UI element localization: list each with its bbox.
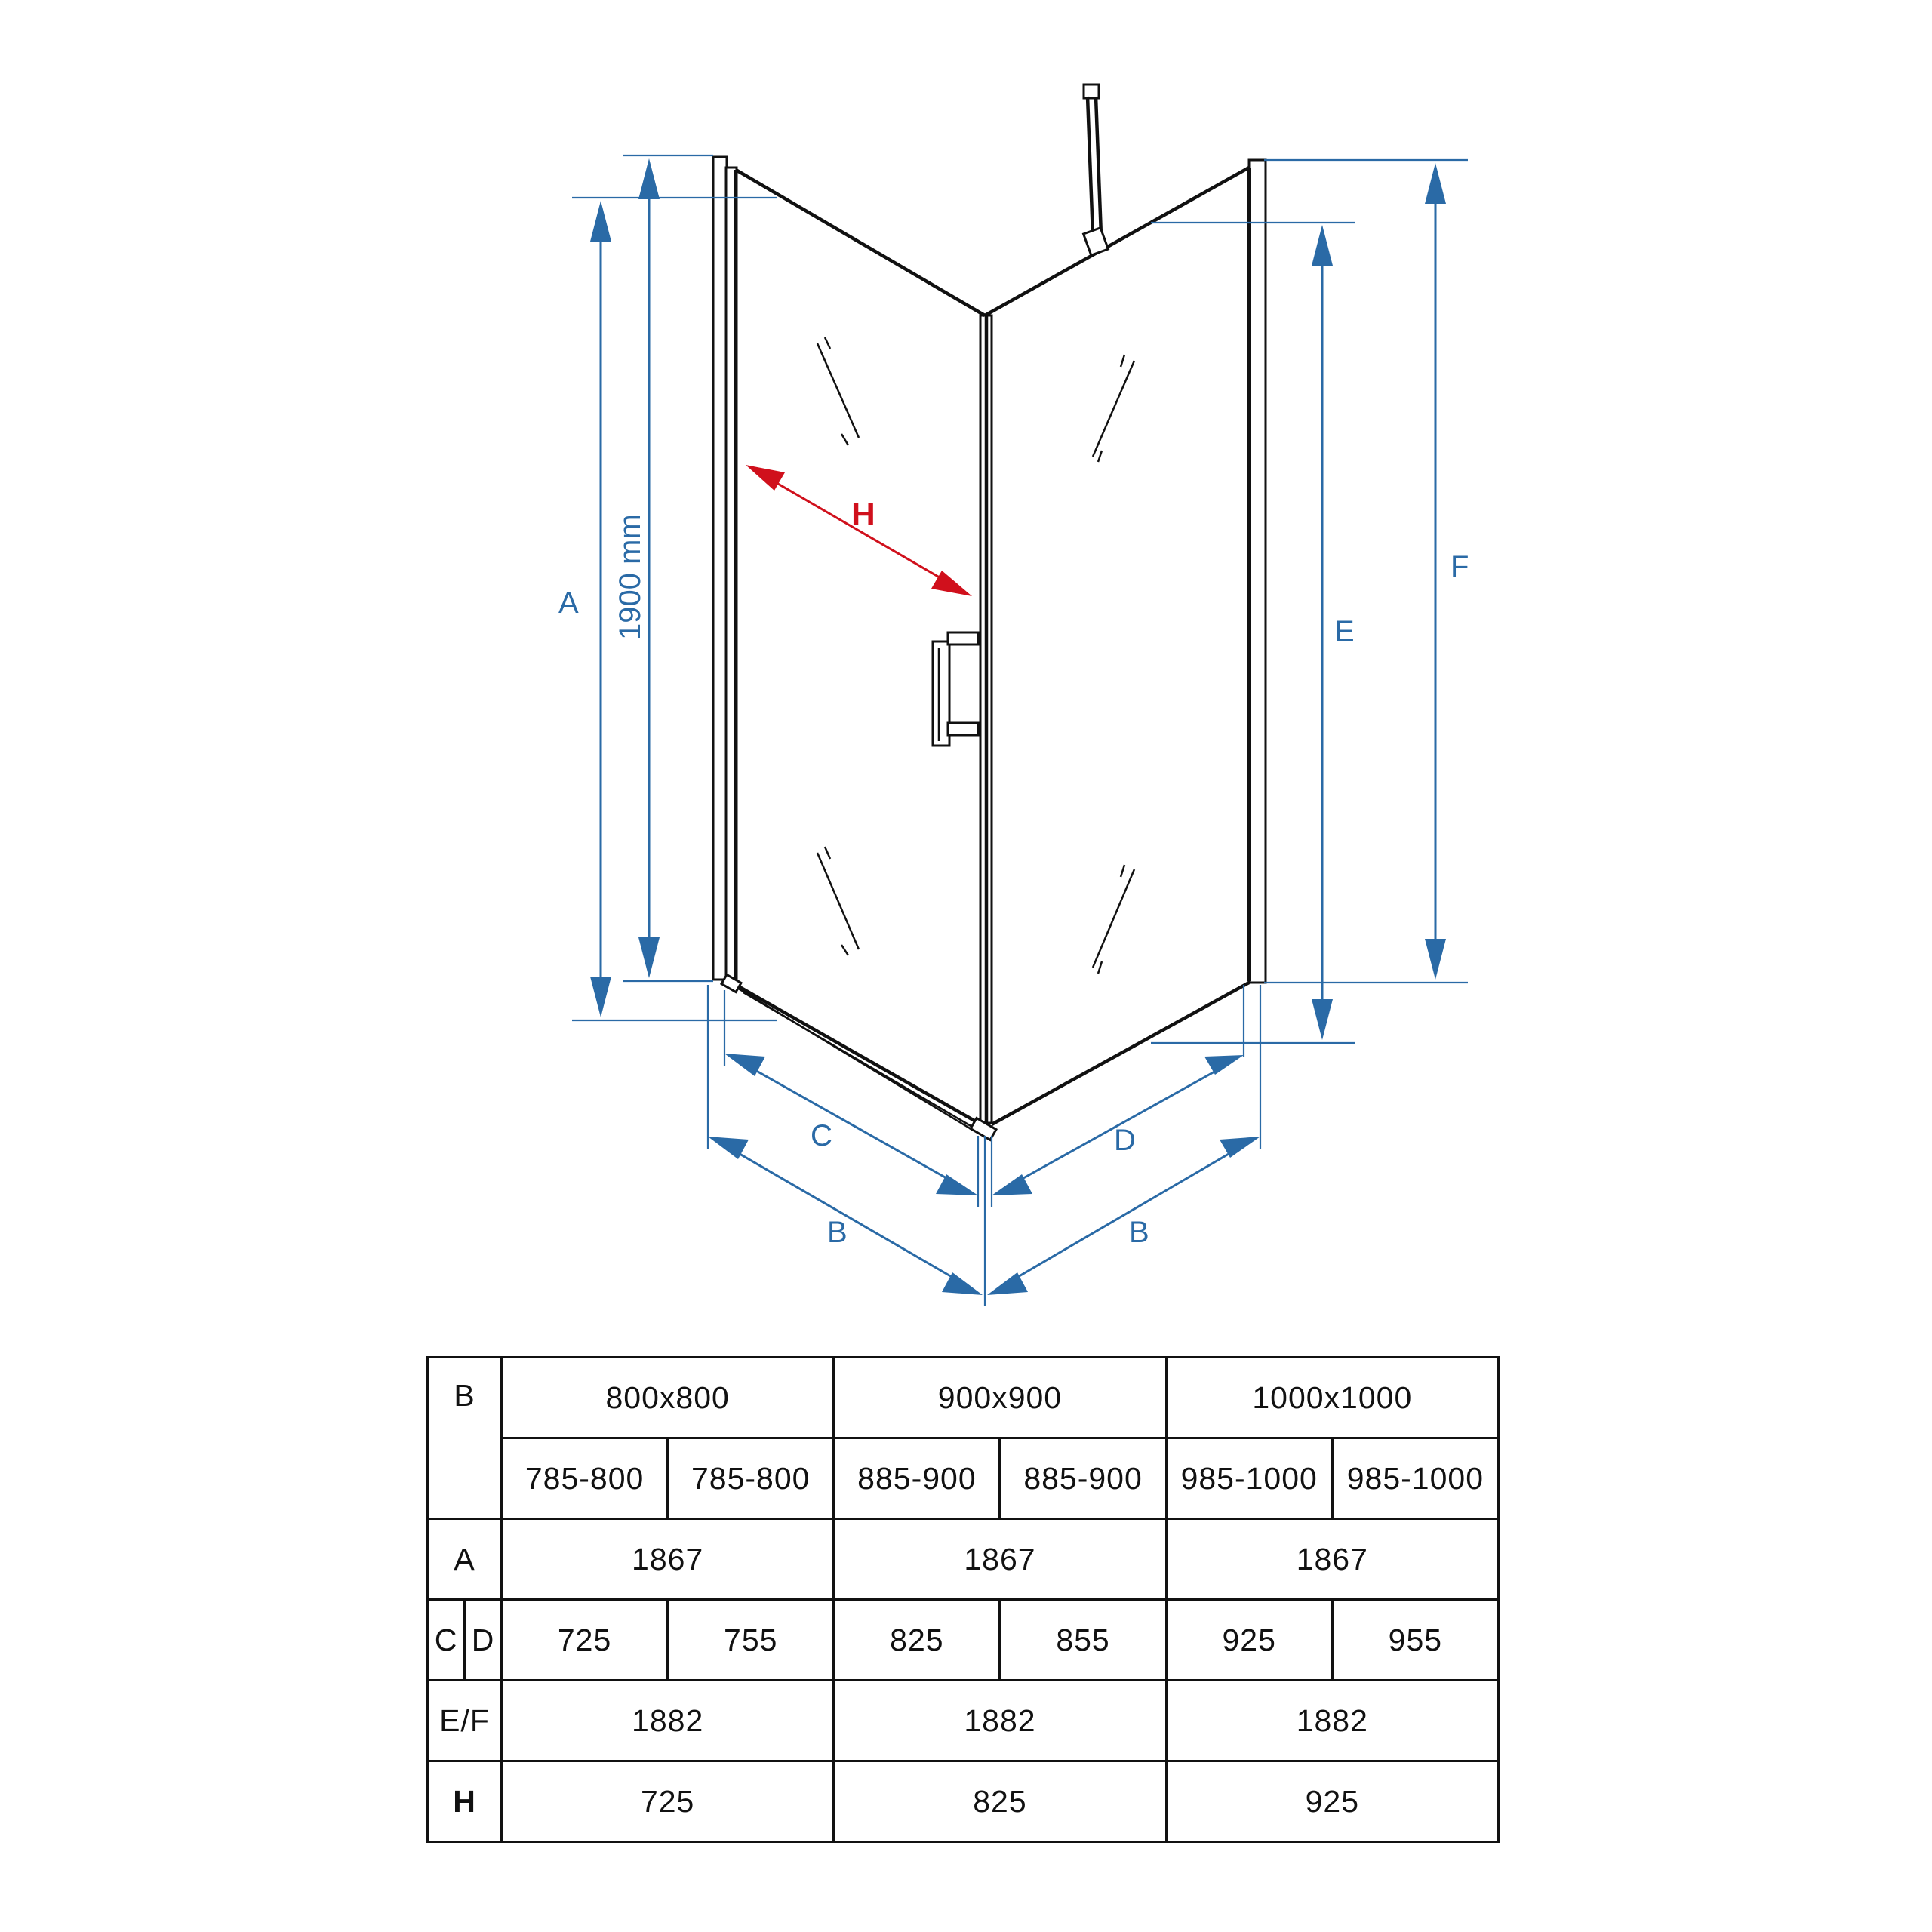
- label-a: A: [558, 586, 579, 620]
- a-value: 1867: [832, 1518, 1168, 1601]
- row-label-d: D: [471, 1622, 495, 1657]
- dim-c-line: [746, 1064, 959, 1186]
- label-c: C: [811, 1119, 832, 1152]
- cd-value: 825: [832, 1598, 1001, 1681]
- stabilizer-bar: [1081, 83, 1110, 257]
- row-label-a: A: [426, 1518, 503, 1601]
- shower-enclosure-diagram: A 1900 mm H C D B B E F: [558, 83, 1469, 1306]
- ef-value: 1882: [1164, 1679, 1500, 1762]
- row-label-cd: C D: [426, 1598, 503, 1681]
- label-h: H: [851, 496, 875, 533]
- cd-value: 755: [666, 1598, 835, 1681]
- h-value: 925: [1164, 1760, 1500, 1843]
- door-handle: [931, 631, 980, 747]
- table-row-cd: C D 725 755 825 855 925 955: [426, 1598, 1500, 1681]
- glass-reflections: [816, 337, 1136, 974]
- label-b-left: B: [827, 1216, 848, 1249]
- range-cell: 785-800: [666, 1437, 835, 1520]
- table-row-b: B 800x800 900x900 1000x1000: [426, 1356, 1500, 1520]
- right-wall-profile: [1247, 158, 1267, 984]
- label-d: D: [1114, 1124, 1136, 1157]
- ef-value: 1882: [832, 1679, 1168, 1762]
- h-value: 825: [832, 1760, 1168, 1843]
- table-row-h: H 725 825 925: [426, 1760, 1500, 1843]
- cd-value: 725: [500, 1598, 669, 1681]
- row-label-b: B: [426, 1356, 503, 1520]
- dimension-table: B 800x800 900x900 1000x1000 785-800 785-…: [426, 1356, 1500, 1843]
- row-label-h: H: [426, 1760, 503, 1843]
- row-label-ef: E/F: [426, 1679, 503, 1762]
- range-cell: 885-900: [832, 1437, 1001, 1520]
- dim-b-left-line: [730, 1147, 963, 1284]
- a-value: 1867: [500, 1518, 835, 1601]
- range-cell: 885-900: [998, 1437, 1168, 1520]
- dimension-lines: [572, 154, 1468, 1306]
- dim-d-line: [1011, 1066, 1223, 1186]
- size-800: 800x800: [500, 1356, 835, 1439]
- range-cell: 985-1000: [1164, 1437, 1334, 1520]
- shower-structure: [712, 83, 1267, 1142]
- dim-b-right-line: [1007, 1147, 1238, 1284]
- cd-value: 925: [1164, 1598, 1334, 1681]
- h-value: 725: [500, 1760, 835, 1843]
- row-label-c: C: [429, 1601, 466, 1679]
- ef-value: 1882: [500, 1679, 835, 1762]
- size-900: 900x900: [832, 1356, 1168, 1439]
- table-row-ef: E/F 1882 1882 1882: [426, 1679, 1500, 1762]
- a-value: 1867: [1164, 1518, 1500, 1601]
- dim-h-line: [763, 474, 953, 586]
- label-height: 1900 mm: [614, 514, 647, 640]
- left-wall-profile: [712, 155, 728, 981]
- table-row-ranges: 785-800 785-800 885-900 885-900 985-1000…: [428, 1437, 1500, 1520]
- size-1000: 1000x1000: [1164, 1356, 1500, 1439]
- label-b-right: B: [1129, 1216, 1149, 1249]
- label-f: F: [1451, 550, 1469, 583]
- label-e: E: [1334, 615, 1355, 648]
- range-cell: 985-1000: [1331, 1437, 1500, 1520]
- cd-value: 955: [1331, 1598, 1500, 1681]
- table-row-a: A 1867 1867 1867: [426, 1518, 1500, 1601]
- cd-value: 855: [998, 1598, 1168, 1681]
- range-cell: 785-800: [500, 1437, 669, 1520]
